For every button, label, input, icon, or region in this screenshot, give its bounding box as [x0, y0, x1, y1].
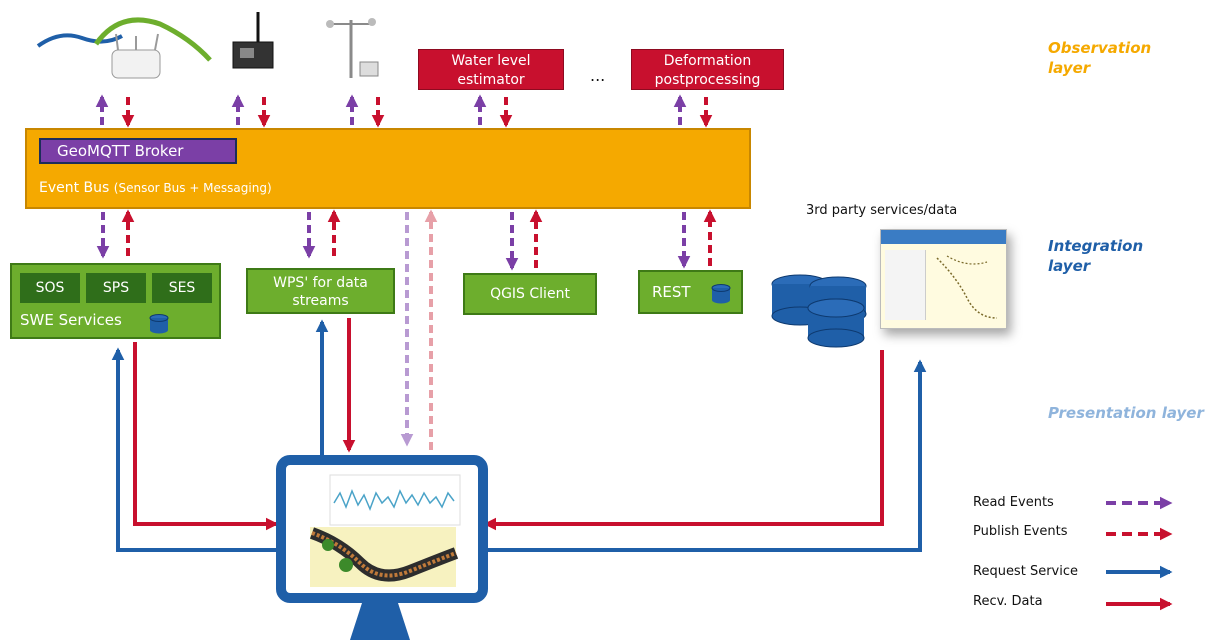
third-party-map-thumbnail: [880, 229, 1007, 329]
service-arrows: [111, 318, 927, 552]
water-level-estimator-label: Water level estimator: [451, 53, 531, 88]
water-level-estimator[interactable]: Water level estimator: [418, 49, 564, 90]
event-bus-caption: Event Bus (Sensor Bus + Messaging): [39, 180, 272, 196]
ses-box[interactable]: SES: [152, 273, 212, 303]
database-icon: [149, 314, 169, 334]
integration-arrows: [96, 209, 717, 271]
monitor-screen-visualization: [309, 474, 461, 587]
sps-box[interactable]: SPS: [86, 273, 146, 303]
monitor-display: [276, 455, 488, 603]
event-bus-sublabel: (Sensor Bus + Messaging): [113, 181, 272, 195]
event-bus: GeoMQTT Broker Event Bus (Sensor Bus + M…: [25, 128, 751, 209]
deformation-postprocessing-label: Deformation postprocessing: [654, 53, 761, 88]
qgis-client[interactable]: QGIS Client: [463, 273, 597, 315]
database-icon: [711, 284, 731, 304]
swe-services[interactable]: SOS SPS SES SWE Services: [10, 263, 221, 339]
presentation-layer-label: Presentation layer: [1048, 404, 1204, 422]
river-router-icon: [36, 17, 212, 79]
legend-recv-data-label: Recv. Data: [973, 594, 1043, 609]
wps-data-streams[interactable]: WPS' for data streams: [246, 268, 395, 314]
legend-swatches: [1106, 496, 1173, 611]
observation-arrows: [95, 94, 713, 128]
geomqtt-broker-label: GeoMQTT Broker: [57, 142, 184, 160]
third-party-databases-icon: [771, 274, 867, 348]
third-party-label: 3rd party services/data: [806, 203, 958, 218]
legend-publish-events-label: Publish Events: [973, 524, 1068, 539]
weather-station-icon: [326, 18, 379, 78]
monitor-stand: [350, 603, 410, 640]
integration-layer-label: Integration layer: [1048, 237, 1144, 275]
rest-service[interactable]: REST: [638, 270, 743, 314]
legend-request-service-label: Request Service: [973, 564, 1078, 579]
swe-services-label: SWE Services: [20, 311, 122, 329]
rest-label: REST: [652, 283, 691, 301]
observation-layer-label: Observation layer: [1048, 39, 1152, 77]
geomqtt-broker[interactable]: GeoMQTT Broker: [39, 138, 237, 164]
sensor-board-icon: [232, 12, 274, 69]
ellipsis: ...: [590, 66, 606, 85]
event-bus-label: Event Bus: [39, 180, 110, 196]
legend-read-events-label: Read Events: [973, 495, 1054, 510]
wps-data-streams-label: WPS' for data streams: [273, 275, 368, 309]
sos-box[interactable]: SOS: [20, 273, 80, 303]
qgis-client-label: QGIS Client: [490, 286, 570, 302]
deformation-postprocessing[interactable]: Deformation postprocessing: [631, 49, 784, 90]
bus-monitor-arrows: [400, 209, 438, 450]
